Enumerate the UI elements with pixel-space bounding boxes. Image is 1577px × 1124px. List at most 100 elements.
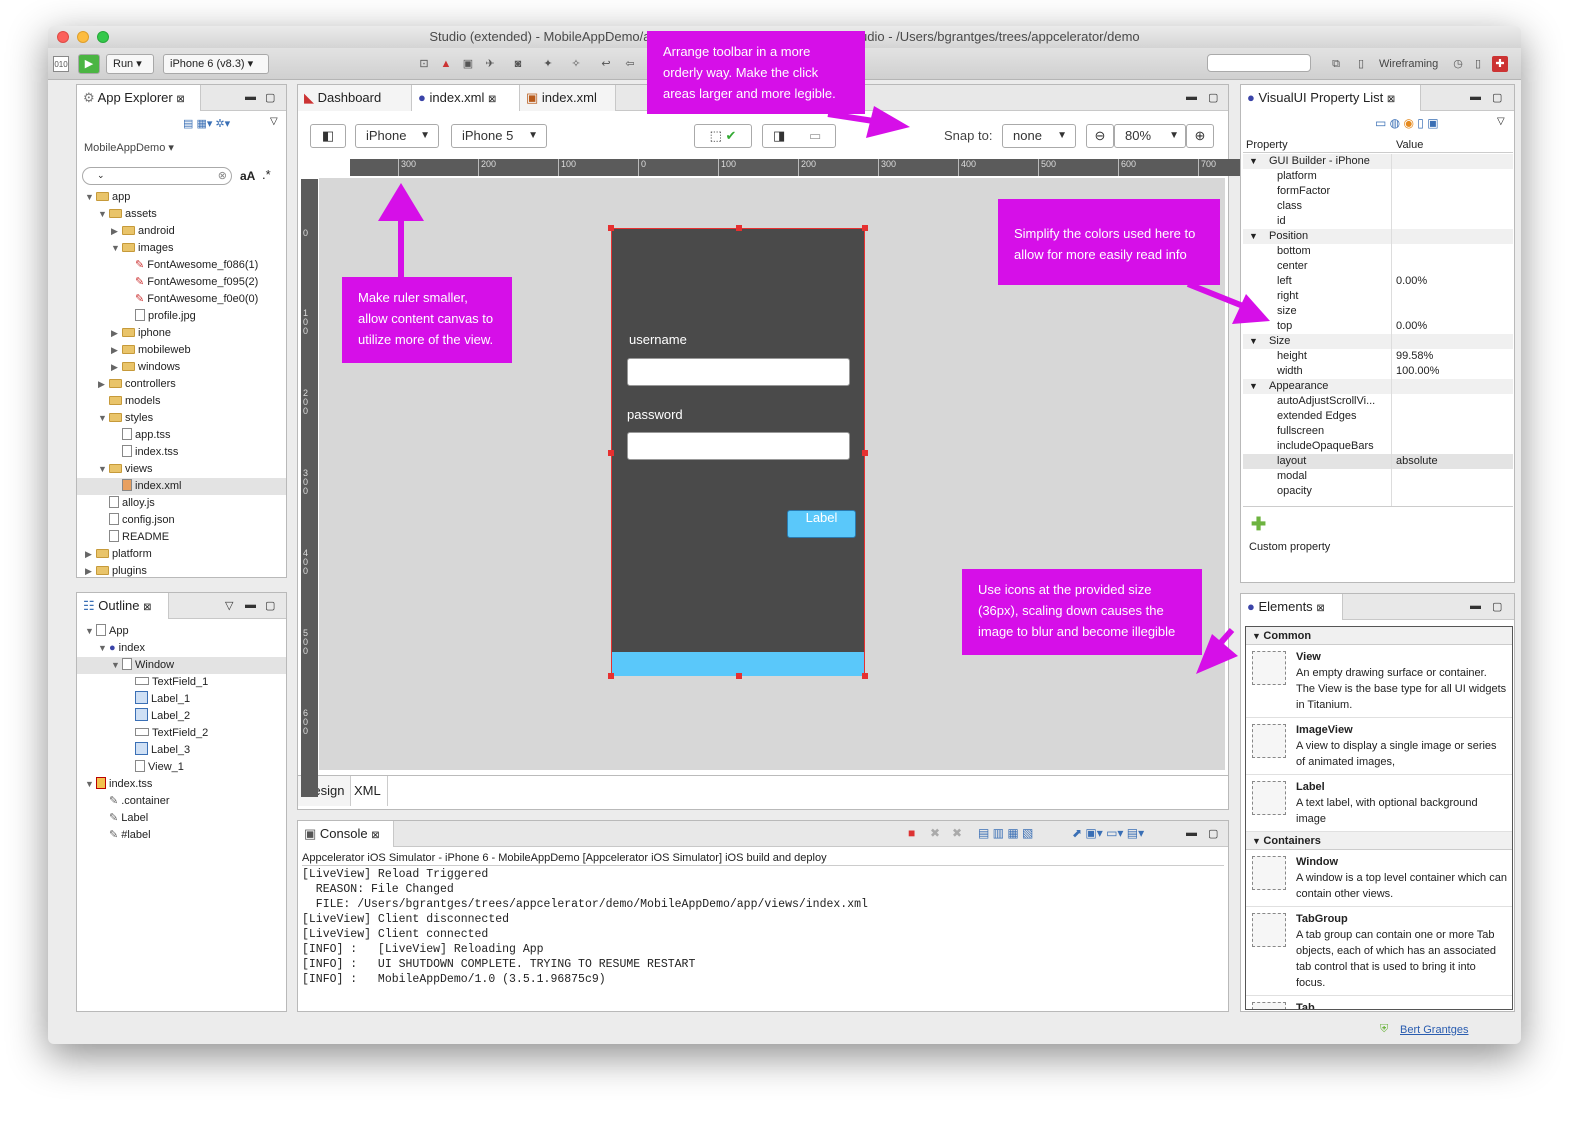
deploy-icon[interactable]: ✈ [485, 58, 495, 70]
elements-section-header[interactable]: ▼ Containers [1246, 832, 1512, 850]
disclosure-arrow-icon[interactable]: ▼ [1249, 231, 1258, 241]
preview-icon[interactable]: ⊡ [419, 58, 429, 70]
add-icon[interactable]: ✚ [1251, 514, 1267, 534]
property-value[interactable]: absolute [1396, 455, 1438, 467]
close-icon[interactable]: ⊠ [1316, 603, 1325, 614]
tree-item[interactable]: ▼App [77, 623, 286, 640]
perspective-icon[interactable]: ⧉ [1332, 58, 1340, 70]
tab-outline[interactable]: ☷ Outline ⊠ [77, 593, 169, 619]
property-value[interactable]: 100.00% [1396, 365, 1440, 377]
pin-icon[interactable]: ✧ [571, 58, 581, 70]
tab-index-xml-source[interactable]: ▣ index.xml [520, 85, 616, 111]
disclosure-arrow-icon[interactable]: ▼ [1252, 631, 1264, 641]
element-item[interactable]: TabA TabGroup tab instance. Each Tab inc… [1246, 996, 1512, 1009]
property-row[interactable]: opacity [1243, 484, 1513, 499]
terminal-icon[interactable]: ▣ [462, 58, 474, 70]
phone-label-button[interactable]: Label [787, 510, 856, 538]
property-row[interactable]: includeOpaqueBars [1243, 439, 1513, 454]
maximize-icon[interactable]: ▢ [1208, 828, 1219, 840]
disclosure-arrow-icon[interactable]: ▼ [98, 643, 107, 653]
disclosure-arrow-icon[interactable]: ▼ [111, 660, 120, 670]
minimize-icon[interactable]: ▬ [1470, 91, 1481, 103]
validate-layout-button[interactable]: ⬚ ✔ [694, 124, 752, 148]
tree-item[interactable]: ▶windows [77, 359, 286, 376]
property-value[interactable]: 99.58% [1396, 350, 1434, 362]
disclosure-arrow-icon[interactable]: ▼ [85, 626, 94, 636]
run-mode-select[interactable]: Run ▾ [106, 54, 154, 74]
resize-handle[interactable] [862, 450, 868, 456]
disclosure-arrow-icon[interactable]: ▼ [1249, 336, 1258, 346]
tree-item[interactable]: ▶mobileweb [77, 342, 286, 359]
debug-icon[interactable]: ✚ [1492, 56, 1508, 72]
disclosure-arrow-icon[interactable]: ▶ [85, 549, 92, 559]
zoom-select[interactable]: 80%▼ [1114, 124, 1186, 148]
resize-handle[interactable] [862, 673, 868, 679]
tree-item[interactable]: ▼styles [77, 410, 286, 427]
maximize-icon[interactable]: ▢ [265, 600, 276, 612]
tree-item[interactable]: ▶controllers [77, 376, 286, 393]
property-row[interactable]: ▼Size [1243, 334, 1513, 349]
camera-icon[interactable]: ◙ [514, 58, 522, 70]
custom-property-button[interactable]: Custom property [1249, 541, 1331, 553]
disclosure-arrow-icon[interactable]: ▼ [1249, 156, 1258, 166]
property-row[interactable]: platform [1243, 169, 1513, 184]
disclosure-arrow-icon[interactable]: ▶ [111, 345, 118, 355]
close-icon[interactable]: ⊠ [176, 94, 185, 105]
user-link[interactable]: Bert Grantges [1400, 1024, 1469, 1036]
toolbar-search-input[interactable] [1207, 54, 1311, 72]
target-select[interactable]: iPhone 6 (v8.3) ▾ [163, 54, 269, 74]
disclosure-arrow-icon[interactable]: ▼ [85, 779, 94, 789]
minimize-icon[interactable]: ▬ [245, 91, 256, 103]
warning-icon[interactable]: ▲ [440, 58, 452, 70]
project-select[interactable]: MobileAppDemo ▾ [84, 142, 174, 154]
property-row[interactable]: ▼Appearance [1243, 379, 1513, 394]
resize-handle[interactable] [736, 225, 742, 231]
landscape-icon[interactable]: ▭ [809, 128, 822, 143]
minimize-window-button[interactable] [77, 31, 89, 43]
zoom-in-button[interactable]: ⊕ [1186, 124, 1214, 148]
property-row[interactable]: size [1243, 304, 1513, 319]
layout-toggle-button[interactable]: ◧ [310, 124, 346, 148]
property-row[interactable]: ▼GUI Builder - iPhone [1243, 154, 1513, 169]
resize-handle[interactable] [608, 450, 614, 456]
tree-item[interactable]: ▼●index [77, 640, 286, 657]
tree-item[interactable]: Label_3 [77, 742, 286, 759]
resize-handle[interactable] [862, 225, 868, 231]
minimize-icon[interactable]: ▬ [1186, 91, 1197, 103]
password-textfield[interactable] [627, 432, 850, 460]
tree-item[interactable]: ✎FontAwesome_f0e0(0) [77, 291, 286, 308]
maximize-icon[interactable]: ▢ [1492, 92, 1503, 104]
regex-icon[interactable]: .* [262, 167, 271, 182]
disclosure-arrow-icon[interactable]: ▶ [111, 226, 118, 236]
phone-icon[interactable]: ▯ [1357, 58, 1365, 70]
tree-item[interactable]: View_1 [77, 759, 286, 776]
close-window-button[interactable] [57, 31, 69, 43]
property-row[interactable]: id [1243, 214, 1513, 229]
tree-item[interactable]: ✎FontAwesome_f086(1) [77, 257, 286, 274]
maximize-icon[interactable]: ▢ [265, 92, 276, 104]
tree-item[interactable]: alloy.js [77, 495, 286, 512]
explorer-filter[interactable]: ⌄ ⊗ [82, 167, 232, 185]
maximize-icon[interactable]: ▢ [1208, 92, 1219, 104]
tree-item[interactable]: ▶iphone [77, 325, 286, 342]
tree-item[interactable]: ✎FontAwesome_f095(2) [77, 274, 286, 291]
tree-item[interactable]: TextField_1 [77, 674, 286, 691]
phone-window[interactable]: username password Label [608, 225, 868, 679]
tree-item[interactable]: ✎#label [77, 827, 286, 844]
resize-handle[interactable] [736, 673, 742, 679]
elements-section-header[interactable]: ▼ Common [1246, 627, 1512, 645]
tree-item[interactable]: ▼assets [77, 206, 286, 223]
model-select[interactable]: iPhone 5▼ [451, 124, 547, 148]
disclosure-arrow-icon[interactable]: ▼ [98, 209, 107, 219]
close-icon[interactable]: ⊠ [143, 602, 152, 613]
property-row[interactable]: autoAdjustScrollVi... [1243, 394, 1513, 409]
run-button[interactable]: ▶ [78, 54, 100, 74]
property-row[interactable]: bottom [1243, 244, 1513, 259]
tab-elements[interactable]: ● Elements ⊠ [1241, 594, 1343, 620]
filter-dropdown-icon[interactable]: ⌄ [97, 170, 105, 180]
property-row[interactable]: ▼Position [1243, 229, 1513, 244]
tree-item[interactable]: TextField_2 [77, 725, 286, 742]
